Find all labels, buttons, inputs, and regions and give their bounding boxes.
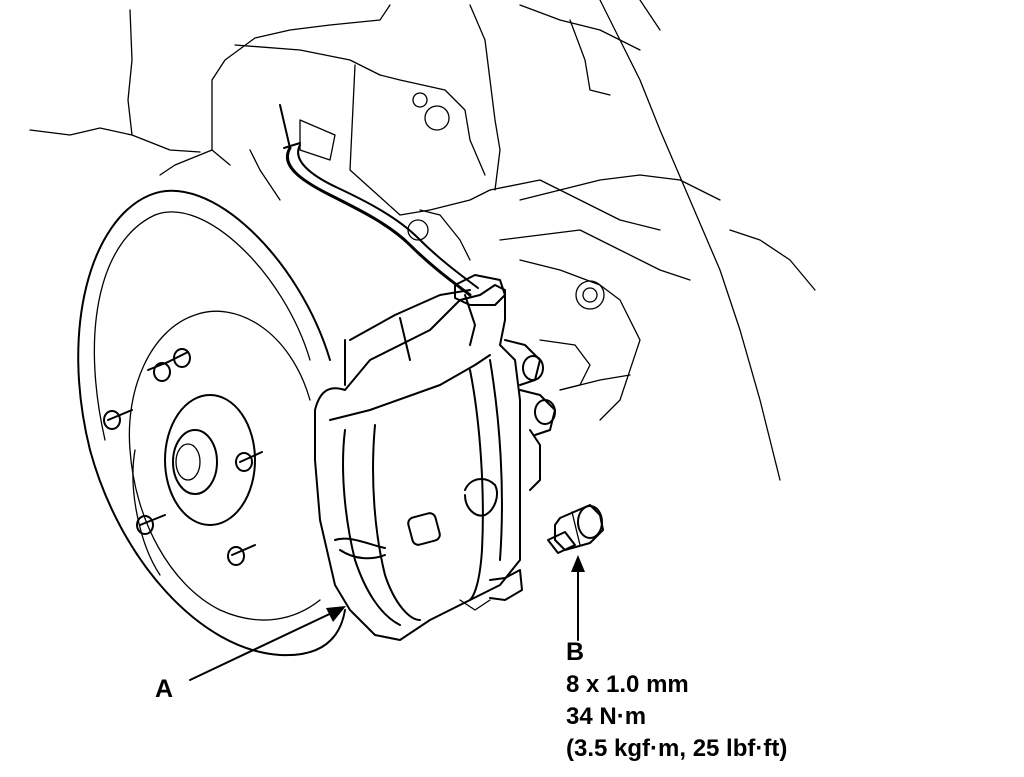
bolt-size-spec: 8 x 1.0 mm: [566, 671, 689, 698]
brake-caliper: [314, 274, 556, 641]
callout-a-label: A: [155, 675, 173, 703]
wheel-hub: [103, 348, 263, 566]
leader-arrows: [189, 555, 585, 681]
arrow-a-line: [189, 609, 339, 681]
torque-spec-alt-units: (3.5 kgf·m, 25 lbf·ft): [566, 735, 787, 762]
brake-hose: [279, 104, 479, 297]
arrow-a-head: [326, 606, 346, 622]
arrow-b-head: [571, 555, 585, 572]
suspension-background: [29, 0, 816, 481]
callout-b-label: B: [566, 638, 584, 666]
torque-spec-metric: 34 N·m: [566, 703, 646, 730]
brake-disc: [77, 189, 346, 657]
flange-bolt: [547, 504, 604, 554]
